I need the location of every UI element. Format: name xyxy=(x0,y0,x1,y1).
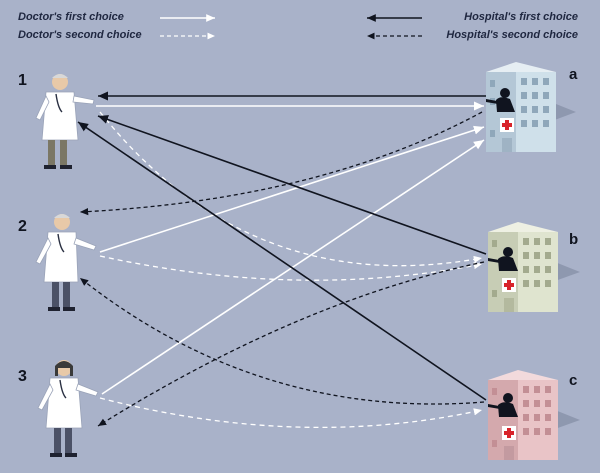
hospital-a xyxy=(486,62,576,152)
legend-hospital-second-label: Hospital's second choice xyxy=(446,29,578,41)
doctor-1 xyxy=(35,74,95,169)
arrow-doctor2-second-to-b xyxy=(99,255,483,281)
hospital-c xyxy=(488,370,580,460)
arrow-hospital-c-second-to-doctor2 xyxy=(79,277,485,405)
arrow-hospital-b-second-to-doctor3 xyxy=(97,261,485,427)
doctor-2-number: 2 xyxy=(18,218,27,235)
arrow-hospital-b-first-to-doctor1 xyxy=(97,115,487,255)
hospital-b xyxy=(488,222,580,312)
arrow-hospital-a-second-to-doctor2 xyxy=(79,111,483,216)
doctor-2 xyxy=(35,214,97,311)
arrow-doctor3-second-to-c xyxy=(99,397,483,429)
doctor-3-number: 3 xyxy=(18,368,27,385)
doctor-1-number: 1 xyxy=(18,72,27,89)
arrow-doctor2-first-to-a xyxy=(99,125,485,253)
hospital-a-letter: a xyxy=(569,66,578,83)
legend-doctor-first-label: Doctor's first choice xyxy=(18,11,124,23)
legend-doctor-second-label: Doctor's second choice xyxy=(18,29,142,41)
doctor-3 xyxy=(37,360,99,457)
legend-hospital-first-label: Hospital's first choice xyxy=(464,11,578,23)
hospital-c-letter: c xyxy=(569,372,578,389)
arrow-hospital-c-first-to-doctor1 xyxy=(77,121,487,401)
arrow-doctor3-first-to-a xyxy=(101,139,485,395)
arrow-doctor1-second-to-b xyxy=(99,111,483,267)
hospital-b-letter: b xyxy=(569,231,579,248)
